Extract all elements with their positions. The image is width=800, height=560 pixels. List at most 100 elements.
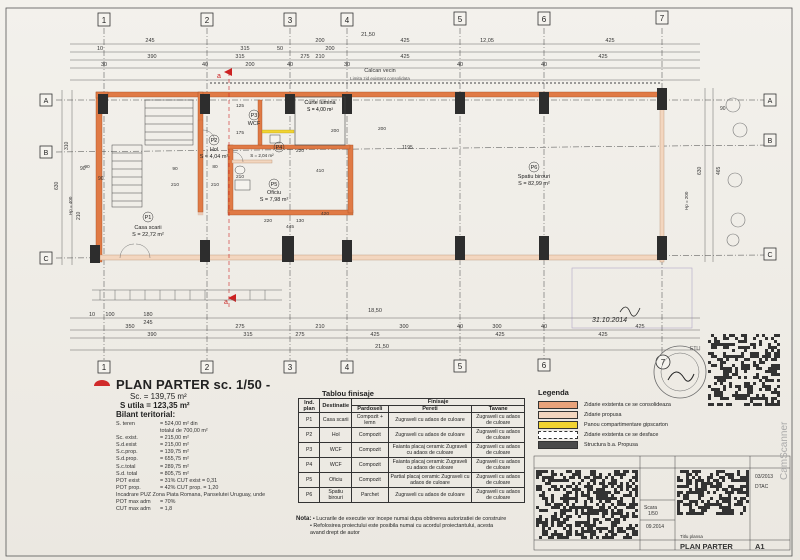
plan-title: PLAN PARTER sc. 1/50 - bbox=[116, 377, 271, 392]
table-cell: Compozit bbox=[351, 427, 389, 443]
svg-text:10: 10 bbox=[97, 46, 103, 52]
svg-text:30: 30 bbox=[101, 62, 107, 68]
bilant-key: S.d. total bbox=[116, 470, 138, 477]
svg-text:445: 445 bbox=[286, 224, 294, 230]
col-pardoseli: Pardoseli bbox=[351, 405, 389, 413]
drywall-panel bbox=[261, 129, 295, 134]
axis-7-top: 7 bbox=[660, 14, 665, 23]
svg-text:21,50: 21,50 bbox=[375, 344, 389, 350]
table-cell: P2 bbox=[297, 427, 321, 443]
table-cell: Partial placaj ceramic Zugraveli cu adao… bbox=[387, 472, 473, 488]
room-p6-code: P6 bbox=[531, 165, 538, 171]
company-seal: ETLI bbox=[653, 345, 707, 399]
qr-code-top bbox=[708, 334, 780, 406]
bilant-key: S.c.prop. bbox=[116, 449, 138, 456]
table-cell: Zugraveli cu adaos de culoare bbox=[471, 412, 525, 428]
svg-text:40: 40 bbox=[202, 62, 208, 68]
dimension-lines-top bbox=[70, 43, 700, 81]
svg-text:40: 40 bbox=[457, 324, 463, 330]
svg-text:30: 30 bbox=[344, 62, 350, 68]
height-label-left: Hp = 400 bbox=[68, 196, 73, 215]
room-p4-code: P4 bbox=[276, 145, 283, 151]
svg-text:90: 90 bbox=[98, 176, 104, 182]
room-p1-name: Casa scarii bbox=[134, 225, 161, 231]
axis-C-right: C bbox=[767, 252, 772, 259]
svg-text:425: 425 bbox=[495, 332, 504, 338]
axis-4-top: 4 bbox=[345, 16, 350, 25]
dimension-text-right: 630 465 90 bbox=[697, 106, 726, 175]
table-cell: Parchet bbox=[351, 487, 389, 503]
table-cell: Compozit + lemn bbox=[351, 412, 389, 428]
legend-title: Legenda bbox=[538, 388, 569, 397]
svg-text:390: 390 bbox=[147, 332, 156, 338]
svg-text:630: 630 bbox=[697, 166, 703, 175]
bilant-row: Sc. exist.= 215,00 m² bbox=[116, 435, 265, 442]
dimension-text-bottom: 10 100 180 245 300 40 300 40 350 275 18,… bbox=[89, 308, 645, 350]
dimension-lines-left bbox=[61, 90, 73, 265]
svg-text:90: 90 bbox=[172, 166, 178, 172]
legend-label: Zidarie existenta ce se desface bbox=[584, 432, 659, 438]
svg-text:125: 125 bbox=[236, 103, 244, 109]
bilant-row: S.c.total = 289,75 m² bbox=[116, 464, 265, 471]
curte-label: Curte lumina bbox=[304, 100, 336, 106]
legend-item: Zidarie existenta ce se desface bbox=[538, 430, 700, 440]
axis-B-right: B bbox=[768, 138, 773, 145]
bilant-value: = 289,75 m² bbox=[160, 463, 189, 470]
bilant-row: CUT max adm= 1,8 bbox=[116, 506, 265, 513]
table-cell: Compozit bbox=[351, 442, 389, 458]
svg-text:40: 40 bbox=[287, 62, 293, 68]
svg-text:245: 245 bbox=[145, 38, 154, 44]
bilant-value: = 805,75 m² bbox=[160, 470, 189, 477]
svg-text:425: 425 bbox=[370, 332, 379, 338]
svg-text:425: 425 bbox=[598, 54, 607, 60]
walls-existing bbox=[95, 91, 663, 263]
limit-label: Limita zid existent consolidata bbox=[350, 76, 410, 81]
height-label-right: Hp = 200 bbox=[684, 191, 689, 210]
svg-text:210: 210 bbox=[211, 182, 219, 188]
svg-text:315: 315 bbox=[243, 332, 252, 338]
bilant-key: POT exist bbox=[116, 477, 140, 484]
table-cell: Zugraveli cu adaos de culoare bbox=[471, 427, 525, 443]
legend-label: Zidarie existenta ce se consolideaza bbox=[584, 402, 671, 408]
staircase bbox=[111, 99, 194, 208]
svg-text:300: 300 bbox=[399, 324, 408, 330]
room-p1-code: P1 bbox=[145, 215, 152, 221]
svg-text:200: 200 bbox=[378, 126, 386, 132]
bilant-row: S.d.exist= 215,00 m² bbox=[116, 442, 265, 449]
scale-value: 1/50 bbox=[648, 511, 658, 517]
table-cell: Compozit bbox=[351, 472, 389, 488]
col-pereti: Pereti bbox=[387, 405, 473, 413]
table-cell: Compozit bbox=[351, 457, 389, 473]
svg-text:420: 420 bbox=[321, 211, 329, 217]
concrete-columns bbox=[90, 88, 667, 263]
title-marker-icon bbox=[94, 380, 110, 386]
axis-markers-top bbox=[97, 10, 669, 27]
svg-text:220: 220 bbox=[264, 218, 272, 224]
sheet-border bbox=[5, 7, 793, 557]
svg-text:40: 40 bbox=[541, 62, 547, 68]
bilant-key: S.c.total bbox=[116, 463, 136, 470]
scanner-watermark: CamScanner bbox=[779, 421, 790, 480]
bilant-row: Incadrare PUZ Zona Piata Romana, Panselu… bbox=[116, 492, 265, 499]
axis-3-bottom: 3 bbox=[288, 363, 293, 372]
axis-2-top: 2 bbox=[205, 16, 210, 25]
svg-text:10: 10 bbox=[89, 312, 95, 318]
sidewalk bbox=[92, 289, 282, 301]
plansa-label: Titlu plansa bbox=[680, 534, 703, 539]
plan-su: S utila = 123,35 m² bbox=[120, 401, 190, 410]
bilant-value: = 42% CUT prop. = 1,20 bbox=[160, 484, 219, 491]
plansa-number: A1 bbox=[755, 542, 765, 551]
door-swings bbox=[119, 129, 244, 259]
room-p2-code: P2 bbox=[211, 138, 218, 144]
svg-text:220: 220 bbox=[296, 148, 304, 154]
svg-text:425: 425 bbox=[400, 54, 409, 60]
legend-swatch bbox=[538, 421, 578, 429]
svg-text:275: 275 bbox=[300, 54, 309, 60]
legend-item: Structura b.a. Propusa bbox=[538, 440, 700, 450]
room-p5-code: P5 bbox=[271, 182, 278, 188]
svg-text:130: 130 bbox=[296, 218, 304, 224]
svg-text:315: 315 bbox=[240, 46, 249, 52]
